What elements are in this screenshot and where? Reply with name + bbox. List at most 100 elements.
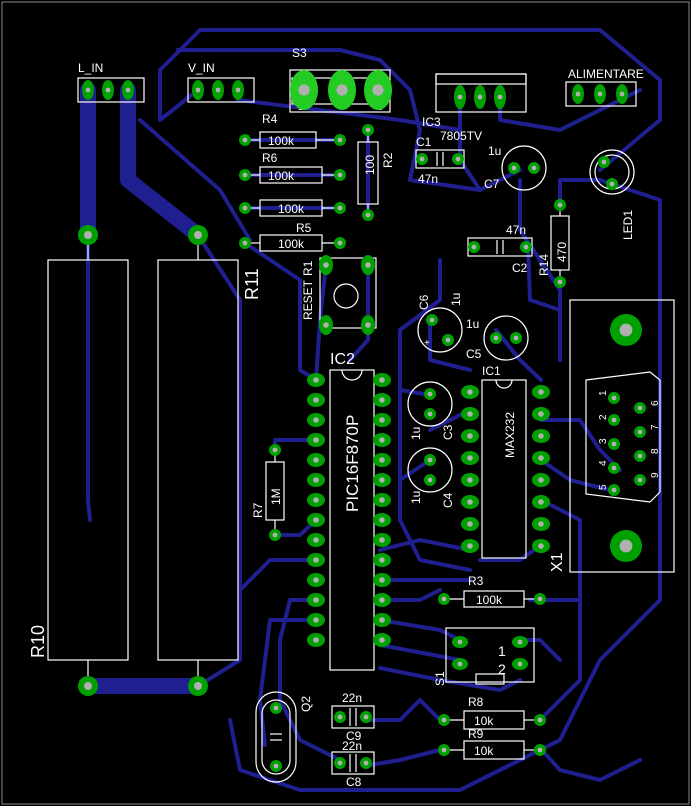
pad-hole <box>272 532 278 538</box>
pad-hole <box>379 617 385 623</box>
pad-hole <box>365 322 371 328</box>
c9-value: 22n <box>342 691 362 705</box>
capacitor-c7: 1u C7 <box>484 144 547 191</box>
v-in-label: V_IN <box>188 61 215 75</box>
db9-pin9: 9 <box>650 472 661 478</box>
pad-hole <box>337 205 343 211</box>
pad-hole <box>313 417 319 423</box>
r14-label: R14 <box>537 254 551 276</box>
r1-label: R1 <box>301 260 315 276</box>
r9-label: R9 <box>468 727 484 741</box>
pad-hole <box>365 212 371 218</box>
pad-hole <box>601 159 607 165</box>
pad-hole <box>637 477 643 483</box>
s3-label: S3 <box>292 46 307 60</box>
pad-hole <box>273 763 279 769</box>
pad-hole <box>379 477 385 483</box>
pad-hole <box>313 517 319 523</box>
c5-value: 1u <box>466 317 479 331</box>
pad-hole <box>272 447 278 453</box>
pad-hole <box>105 87 111 93</box>
pad-hole <box>363 714 369 720</box>
pad-hole <box>611 487 617 493</box>
pad-hole <box>242 172 248 178</box>
s1-label: S1 <box>433 671 447 686</box>
pad-hole <box>337 137 343 143</box>
pad-hole <box>538 521 544 527</box>
resistor-r7: 1M R7 <box>251 450 285 535</box>
pad-hole <box>467 411 473 417</box>
r7-label: R7 <box>251 502 265 518</box>
pad-hole <box>323 322 329 328</box>
pad-hole <box>194 682 202 690</box>
db9-pin8: 8 <box>650 448 661 454</box>
pad-hole <box>379 597 385 603</box>
reset-label: RESET <box>301 279 315 320</box>
pad-hole <box>273 705 279 711</box>
svg-text:+: + <box>424 338 430 349</box>
pad-hole <box>517 661 523 667</box>
r5-value: 100k <box>278 237 305 251</box>
pad-hole <box>313 617 319 623</box>
pad-hole <box>619 539 633 553</box>
crystal-q2: Q2 <box>255 691 313 783</box>
pad-hole <box>467 389 473 395</box>
db9-pin6: 6 <box>650 400 661 406</box>
pad-hole <box>427 457 433 463</box>
l-in-connector: L_IN <box>77 61 145 103</box>
trace-l-in-2 <box>120 82 206 243</box>
pad-hole <box>337 760 343 766</box>
pad-hole <box>538 477 544 483</box>
pad-hole <box>537 747 543 753</box>
pad-hole <box>467 499 473 505</box>
capacitor-c8: 22n C8 <box>331 739 375 789</box>
pad-hole <box>215 87 221 93</box>
c2-value: 47n <box>506 223 526 237</box>
pad-hole <box>441 596 447 602</box>
resistor-unnamed: 100k <box>245 199 340 217</box>
c1-value: 47n <box>418 172 438 186</box>
r14-value: 470 <box>555 242 569 262</box>
c6-value: 1u <box>449 293 463 306</box>
pad-hole <box>337 172 343 178</box>
capacitor-c9: 22n C9 <box>331 691 375 743</box>
db9-pin2: 2 <box>598 414 609 420</box>
pad-hole <box>467 477 473 483</box>
pad-hole <box>538 455 544 461</box>
pad-hole <box>597 91 603 97</box>
alimentare-label: ALIMENTARE <box>568 67 644 81</box>
pad-hole <box>427 391 433 397</box>
r7-value: 1M <box>269 488 283 505</box>
pad-hole <box>531 165 537 171</box>
pad-hole <box>467 455 473 461</box>
capacitor-c6: C6 1u + <box>417 293 463 353</box>
db9-pin3: 3 <box>598 438 609 444</box>
r2-label: R2 <box>381 152 395 168</box>
pad-hole <box>497 94 503 100</box>
c5-label: C5 <box>466 347 482 361</box>
ic3-regulator: IC3 7805TV <box>422 73 527 143</box>
c8-label: C8 <box>346 775 362 789</box>
q2-label: Q2 <box>299 696 313 712</box>
pad-hole <box>313 537 319 543</box>
resistor-r6: R6 100k <box>245 151 340 184</box>
ic2-label: IC2 <box>330 351 355 368</box>
c4-value: 1u <box>409 491 423 504</box>
c9-label: C9 <box>346 729 362 743</box>
r11-label: R11 <box>242 268 262 300</box>
led1: LED1 <box>589 149 635 240</box>
c2-label: C2 <box>512 261 528 275</box>
pad-hole <box>313 577 319 583</box>
pad-hole <box>365 262 371 268</box>
pad-hole <box>419 156 425 162</box>
pad-hole <box>379 517 385 523</box>
pad-hole <box>235 87 241 93</box>
reset-button: R1 RESET <box>301 257 377 329</box>
pad-hole <box>242 240 248 246</box>
c4-label: C4 <box>441 492 455 508</box>
db9-pin4: 4 <box>598 460 609 466</box>
pad-hole <box>611 465 617 471</box>
r9-value: 10k <box>474 744 494 758</box>
pad-hole <box>337 714 343 720</box>
